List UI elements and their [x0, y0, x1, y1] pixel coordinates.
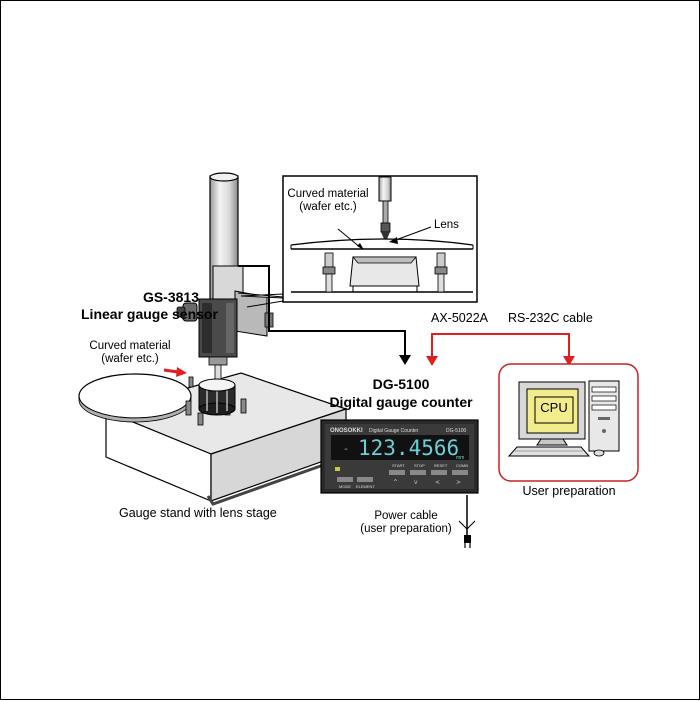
counter-btn-start: START	[392, 463, 405, 468]
counter-sign: -	[343, 444, 349, 455]
counter-btn-stop: STOP	[414, 463, 425, 468]
counter-btn-reset: RESET	[434, 463, 448, 468]
power-cable-plug	[458, 495, 476, 548]
counter-title: Digital Gauge Counter	[369, 428, 419, 434]
wafer-pointer-arrow	[163, 367, 187, 377]
cable-rs-label: RS-232C cable	[508, 311, 593, 325]
counter-model-small: DG-5100	[446, 428, 467, 434]
svg-text:^: ^	[393, 479, 398, 486]
counter-reading: 123.4566	[358, 436, 459, 460]
svg-text:v: v	[414, 479, 418, 486]
inset-lens-label: Lens	[434, 219, 459, 231]
counter-btn-element: ELEMENT	[356, 484, 375, 489]
counter-model-label: DG-5100	[372, 376, 430, 392]
counter-unit: mm	[456, 455, 464, 461]
power-cable-label: Power cable (user preparation)	[360, 510, 452, 536]
svg-text:>: >	[456, 479, 461, 486]
rs232c-connection	[426, 333, 575, 366]
stand-name-label: Gauge stand with lens stage	[119, 506, 277, 520]
digital-gauge-counter: ^ v < > ONOSOKKI Digital Gauge Counter D…	[320, 419, 479, 494]
lens-holder	[198, 378, 236, 416]
stand-column	[209, 172, 244, 307]
cpu-label: CPU	[540, 400, 568, 415]
counter-btn-mode: MODE	[339, 484, 351, 489]
sensor-clamp-knob	[176, 302, 198, 322]
sensor-model-label: GS-3813	[142, 289, 199, 305]
wafer-disc	[78, 373, 192, 423]
counter-top-buttons: START STOP RESET COMB MODE ELEMENT	[339, 463, 468, 489]
linear-gauge-sensor	[198, 298, 238, 382]
inset-detail-box	[237, 175, 478, 308]
counter-brand: ONOSOKKI	[330, 428, 363, 434]
svg-text:<: <	[435, 479, 440, 486]
sensor-name-label: Linear gauge sensor	[81, 306, 218, 322]
pc-computer	[507, 380, 620, 457]
counter-btn-comb: COMB	[456, 463, 468, 468]
cable-ax-label: AX-5022A	[431, 311, 488, 325]
user-preparation-label: User preparation	[522, 484, 616, 498]
stage-material-label: Curved material (wafer etc.)	[89, 340, 171, 366]
sensor-cable	[238, 265, 411, 365]
inset-material-label: Curved material (wafer etc.)	[287, 188, 369, 214]
counter-name-label: Digital gauge counter	[329, 394, 473, 410]
